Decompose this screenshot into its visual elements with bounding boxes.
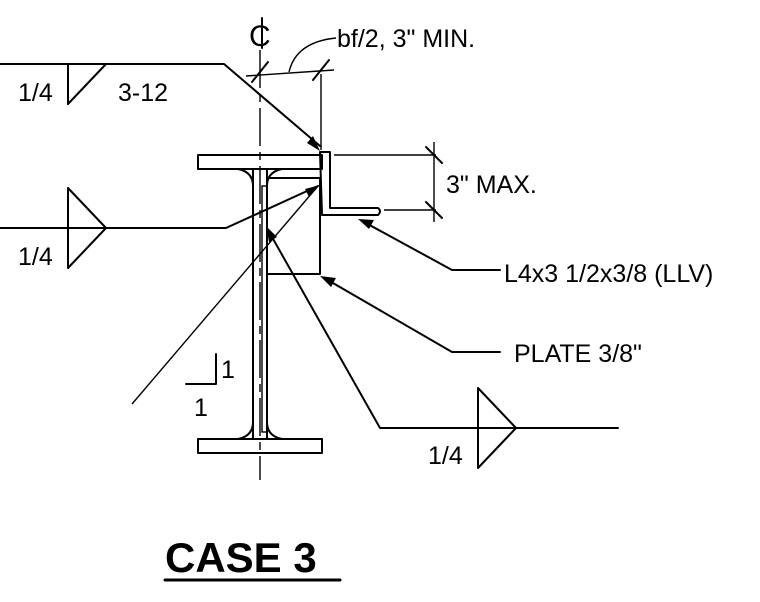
svg-text:1: 1 [221, 356, 235, 384]
angle-member [319, 151, 381, 216]
svg-text:1: 1 [194, 394, 208, 422]
svg-text:PLATE 3/8": PLATE 3/8" [514, 340, 642, 368]
centerline-symbol: C [249, 17, 271, 53]
svg-text:L4x3 1/2x3/8 (LLV): L4x3 1/2x3/8 (LLV) [504, 260, 713, 288]
svg-text:1/4: 1/4 [18, 243, 53, 271]
slope-line [131, 185, 319, 405]
svg-text:CASE 3: CASE 3 [165, 534, 317, 581]
angle-leader: L4x3 1/2x3/8 (LLV) [358, 219, 713, 288]
max-dimension: 3" MAX. [334, 142, 537, 222]
drawing-title: CASE 3 [163, 534, 342, 582]
bf-half-dimension: bf/2, 3" MIN. [245, 25, 475, 150]
slope-indicator: 1 1 [185, 353, 235, 422]
svg-text:1/4: 1/4 [428, 442, 463, 470]
plate-leader: PLATE 3/8" [320, 276, 642, 368]
weld-symbol-top: 1/4 3-12 [0, 63, 321, 151]
svg-text:C: C [249, 20, 271, 53]
weld-symbol-bottom: 1/4 [266, 226, 619, 470]
svg-text:bf/2, 3" MIN.: bf/2, 3" MIN. [337, 25, 475, 53]
weld-symbol-left: 1/4 [0, 185, 320, 271]
svg-text:1/4: 1/4 [18, 79, 53, 107]
svg-text:3" MAX.: 3" MAX. [446, 171, 537, 199]
svg-text:3-12: 3-12 [118, 79, 168, 107]
